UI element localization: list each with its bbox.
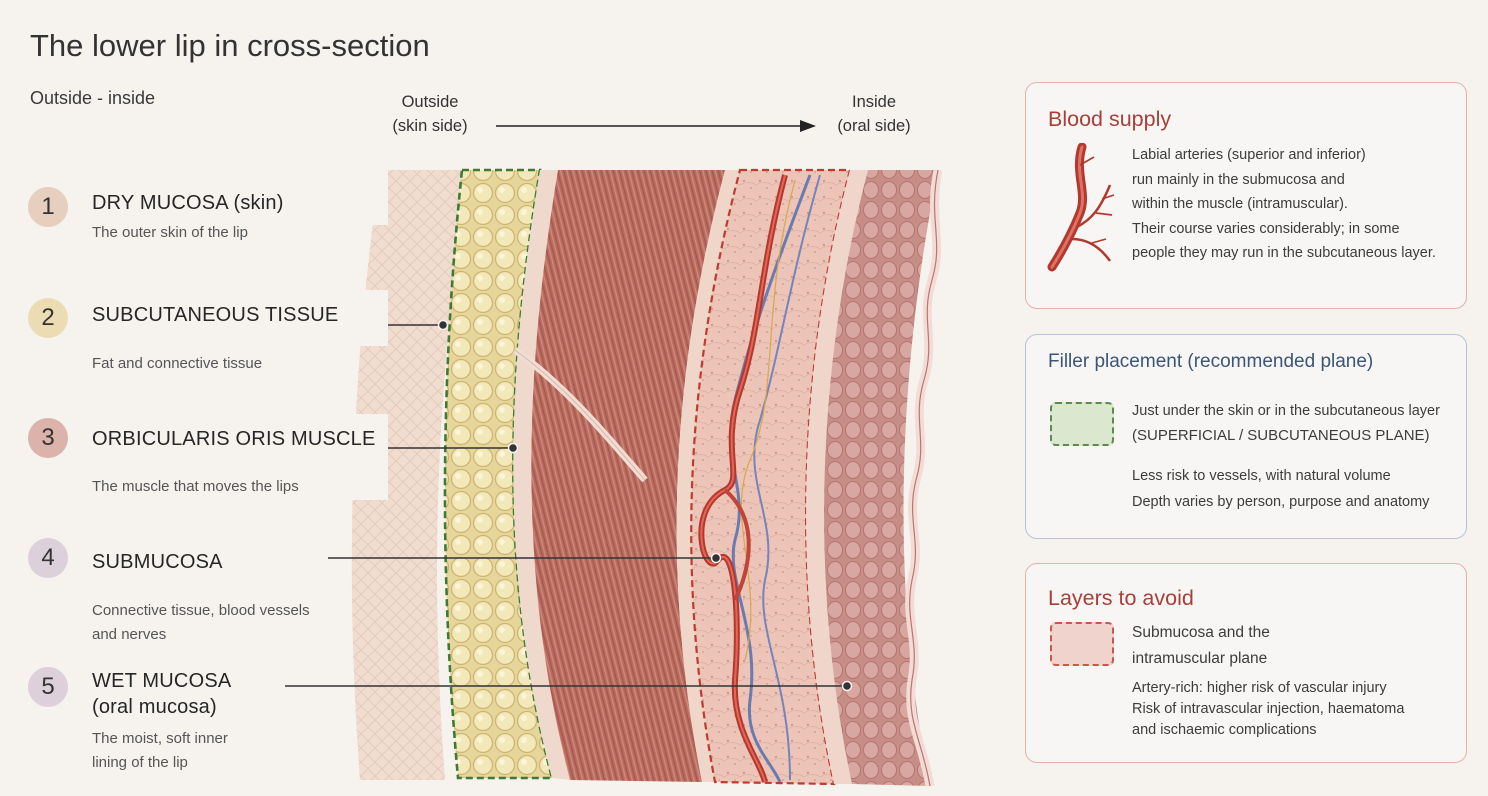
layer-3-name: ORBICULARIS ORIS MUSCLE (92, 428, 376, 450)
layers-to-avoid-planes: Submucosa and the intramuscular plane (1132, 624, 1270, 667)
artery-branch-icon (1047, 143, 1115, 272)
layer-3-description: The muscle that moves the lips (92, 478, 299, 495)
filler-placement-plane: Just under the skin or in the subcutaneo… (1132, 403, 1440, 444)
layer-1-number-badge: 1 (28, 187, 68, 227)
layer-2-name: SUBCUTANEOUS TISSUE (92, 304, 339, 326)
layer-5-number-badge: 5 (28, 667, 68, 707)
layer-2-number-badge: 2 (28, 298, 68, 338)
layers-to-avoid-title: Layers to avoid (1048, 586, 1194, 610)
layer-2-description: Fat and connective tissue (92, 355, 263, 372)
layer-4-number-badge: 4 (28, 538, 68, 578)
layer-1-name: DRY MUCOSA (skin) (92, 192, 284, 214)
layer-1-description: The outer skin of the lip (92, 224, 248, 241)
layer-4-name: SUBMUCOSA (92, 551, 223, 573)
filler-placement-title: Filler placement (recommended plane) (1048, 351, 1374, 372)
page-subtitle: Outside - inside (30, 88, 156, 108)
layer-3-number-badge: 3 (28, 418, 68, 458)
filler-placement-panel: Filler placement (recommended plane) Jus… (1025, 334, 1467, 539)
blood-supply-panel: Blood supply Labial arteries (superior a… (1025, 82, 1467, 309)
blood-supply-text: Labial arteries (superior and inferior) … (1132, 147, 1436, 261)
superficial-plane-swatch (1050, 402, 1114, 446)
page-title: The lower lip in cross-section (30, 28, 430, 63)
layers-to-avoid-panel: Layers to avoid Submucosa and the intram… (1025, 563, 1467, 763)
layer-5-description: The moist, soft inner lining of the lip (92, 730, 228, 771)
filler-placement-notes: Less risk to vessels, with natural volum… (1132, 468, 1430, 510)
layer-5-name: WET MUCOSA (oral mucosa) (92, 670, 232, 718)
leader-lines (285, 319, 853, 692)
direction-arrow (496, 120, 816, 132)
layers-to-avoid-risks: Artery-rich: higher risk of vascular inj… (1132, 680, 1405, 738)
layer-4-description: Connective tissue, blood vessels and ner… (92, 602, 310, 643)
blood-supply-title: Blood supply (1048, 107, 1172, 131)
outside-label: Outside (skin side) (392, 93, 468, 135)
inside-label: Inside (oral side) (837, 93, 911, 135)
avoid-plane-swatch (1050, 622, 1114, 666)
